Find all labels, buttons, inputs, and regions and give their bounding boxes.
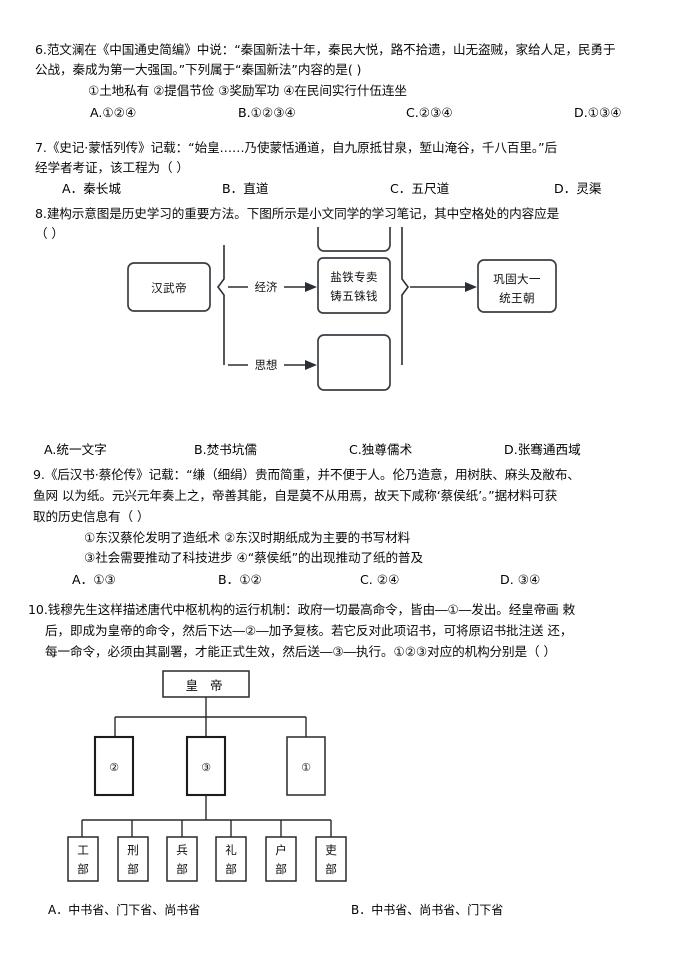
question-9-stem-line-2: 鱼网 以为纸。元兴元年奏上之，帝善其能，自是莫不从用焉，故天下咸称‘蔡侯纸’。”… <box>33 488 558 503</box>
question-9-option-b[interactable]: B．①② <box>218 572 262 587</box>
question-10-option-b[interactable]: B．中书省、尚书省、门下省 <box>351 903 504 917</box>
question-8-stem-line-2: （ ） <box>35 224 235 245</box>
question-10-option-a[interactable]: A．中书省、门下省、尚书省 <box>48 903 201 917</box>
question-10-stem-line-1: 10.钱穆先生这样描述唐代中枢机构的运行机制：政府一切最高命令，皆由―①―发出。… <box>28 602 576 617</box>
question-6-option-c[interactable]: C.②③④ <box>406 105 453 120</box>
question-8-options: A.统一文字 B.焚书坑儒 C.独尊儒术 D.张骞通西域 <box>44 440 664 461</box>
question-9-items-line-1: ①东汉蔡伦发明了造纸术 ②东汉时期纸成为主要的书写材料 <box>84 530 411 545</box>
org-box-2-label: ② <box>109 761 119 774</box>
question-7-stem-line-1: 7.《史记·蒙恬列传》记载：“始皇……乃使蒙恬通道，自九原抵甘泉，堑山淹谷，千八… <box>35 140 558 155</box>
org-dept-3-char2: 部 <box>176 862 188 876</box>
question-9-option-a[interactable]: A．①③ <box>72 572 116 587</box>
question-8-option-d[interactable]: D.张骞通西域 <box>504 442 581 457</box>
flow-middle-box-economy <box>317 257 391 314</box>
org-dept-2-char2: 部 <box>127 862 139 876</box>
question-6-stem-line-2: 公战，秦成为第一大强国。”下列属于“秦国新法”内容的是( ) <box>35 62 362 77</box>
org-dept-4-char1: 礼 <box>225 843 237 857</box>
org-box-2 <box>93 735 135 797</box>
org-dept-box-3 <box>166 836 198 882</box>
flow-result-box-line1: 巩固大一 <box>493 272 541 286</box>
org-dept-2-char1: 刑 <box>127 843 139 857</box>
org-dept-5-char1: 户 <box>275 843 287 857</box>
question-7-option-b[interactable]: B．直道 <box>222 181 269 196</box>
question-7-stem-line-2: 经学者考证，该工程为（ ） <box>35 160 189 175</box>
question-8-stem-line-1: 8.建构示意图是历史学习的重要方法。下图所示是小文同学的学习笔记，其中空格处的内… <box>35 204 670 225</box>
question-7-options: A．秦长城 B．直道 C．五尺道 D．灵渠 <box>62 179 662 200</box>
question-6-options: A.①②④ B.①②③④ C.②③④ D.①③④ <box>90 103 670 124</box>
right-brace <box>401 211 409 365</box>
question-8-option-a[interactable]: A.统一文字 <box>44 442 107 457</box>
economy-label-bg <box>248 278 284 296</box>
flow-middle-box-economy-line1: 盐铁专卖 <box>330 270 378 284</box>
thought-label-bg <box>248 356 284 374</box>
question-9-items-line-2: ③社会需要推动了科技进步 ④“蔡侯纸”的出现推动了纸的普及 <box>84 550 423 565</box>
economy-arrow-head <box>305 282 317 292</box>
question-10-stem-line-2: 后，即成为皇帝的命令，然后下达―②―加予复核。若它反对此项诏书，可将原诏书批注送… <box>45 623 573 638</box>
question-7-option-d[interactable]: D．灵渠 <box>554 181 602 196</box>
question-9-option-d[interactable]: D. ③④ <box>500 572 541 587</box>
org-box-1 <box>286 736 326 796</box>
question-8-option-b[interactable]: B.焚书坑儒 <box>194 442 258 457</box>
left-brace <box>217 211 225 365</box>
result-arrow-head <box>465 282 477 292</box>
question-9-options: A．①③ B．①② C. ②④ D. ③④ <box>72 570 672 591</box>
economy-edge-label: 经济 <box>255 280 278 294</box>
question-10-options: A．中书省、门下省、尚书省 B．中书省、尚书省、门下省 <box>48 900 668 921</box>
flow-source-box <box>127 262 211 312</box>
org-dept-box-1 <box>67 836 99 882</box>
question-8-option-c[interactable]: C.独尊儒术 <box>349 442 413 457</box>
org-dept-box-6 <box>315 836 347 882</box>
org-dept-box-4 <box>215 836 247 882</box>
org-emperor-label: 皇 帝 <box>186 678 227 693</box>
question-6-option-b[interactable]: B.①②③④ <box>238 105 296 120</box>
org-dept-5-char2: 部 <box>275 862 287 876</box>
question-9-stem-line-1: 9.《后汉书·蔡伦传》记载：“缣（细绢）贵而简重，并不便于人。伦乃造意，用树肤、… <box>33 467 580 482</box>
org-dept-4-char2: 部 <box>225 862 237 876</box>
org-dept-box-5 <box>265 836 297 882</box>
question-6-option-a[interactable]: A.①②④ <box>90 105 137 120</box>
org-emperor-box <box>162 670 250 698</box>
question-6-items: ①土地私有 ②提倡节俭 ③奖励军功 ④在民间实行什伍连坐 <box>88 83 407 98</box>
flow-source-box-label: 汉武帝 <box>151 281 187 295</box>
org-dept-6-char2: 部 <box>325 862 337 876</box>
question-6-option-d[interactable]: D.①③④ <box>574 105 622 120</box>
org-box-3 <box>185 735 227 797</box>
question-6-stem-line-1: 6.范文澜在《中国通史简编》中说：“秦国新法十年，秦民大悦，路不拾遗，山无盗贼，… <box>35 42 616 57</box>
org-box-3-label: ③ <box>201 761 211 774</box>
org-dept-1-char2: 部 <box>77 862 89 876</box>
thought-edge-label: 思想 <box>255 358 278 372</box>
org-dept-6-char1: 吏 <box>325 843 337 857</box>
question-9-stem-line-3: 取的历史信息有（ ） <box>33 509 150 524</box>
flow-middle-box-economy-line2: 铸五铢钱 <box>330 289 378 303</box>
flow-result-box-line2: 统王朝 <box>499 291 535 305</box>
flow-middle-box-blank-answer <box>317 334 391 391</box>
tang-central-government-org-chart: 皇 帝 ② ③ ① 工 <box>60 665 390 895</box>
org-box-1-label: ① <box>301 761 311 774</box>
org-dept-3-char1: 兵 <box>176 843 188 857</box>
org-dept-box-2 <box>117 836 149 882</box>
question-7-option-c[interactable]: C．五尺道 <box>390 181 450 196</box>
flow-result-box <box>477 259 557 313</box>
thought-arrow-head <box>305 360 317 370</box>
org-dept-1-char1: 工 <box>77 843 89 857</box>
question-10-stem-line-3: 每一命令，必须由其副署，才能正式生效，然后送―③―执行。①②③对应的机构分别是（… <box>45 644 556 659</box>
question-7-option-a[interactable]: A．秦长城 <box>62 181 121 196</box>
question-9-option-c[interactable]: C. ②④ <box>360 572 400 587</box>
